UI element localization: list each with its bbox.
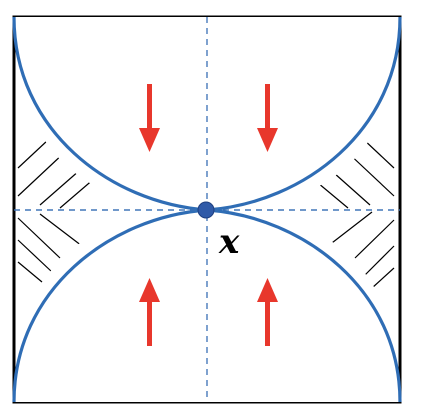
point-label: x bbox=[218, 222, 240, 262]
arrow-down-left-icon bbox=[139, 84, 160, 152]
arrows-up bbox=[139, 278, 278, 346]
arrows-down bbox=[139, 84, 278, 152]
arrow-down-right-icon bbox=[257, 84, 278, 152]
contact-point bbox=[197, 201, 215, 219]
arrow-up-left-icon bbox=[139, 278, 160, 346]
hatching-left bbox=[17, 139, 96, 283]
arrow-up-right-icon bbox=[257, 278, 278, 346]
